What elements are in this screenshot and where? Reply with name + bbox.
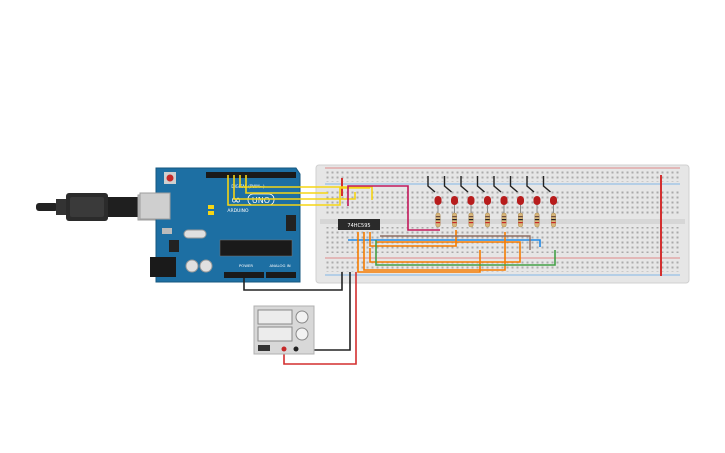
resistor-band [435,216,441,218]
led-body [550,196,557,205]
digital-header [206,172,296,178]
resistor-band [534,219,540,221]
power-header [224,272,264,278]
gray-wire [380,235,531,250]
arduino-logo: ∞ [231,193,242,208]
arduino-name: ARDUINO [227,208,249,214]
led-body [451,196,458,205]
led-5[interactable] [493,176,508,228]
resistor-band [551,219,556,221]
led-2[interactable] [443,176,459,228]
shift-register-ic: 74HC595 [338,219,380,230]
magenta-wire [347,185,440,231]
green-wire [375,240,556,266]
led-4[interactable] [476,176,492,228]
blue-wire [348,239,541,247]
voltage-knob[interactable] [295,310,309,324]
resistor-band [452,222,457,224]
yellow-wires [227,175,373,206]
arduino-uno-board: ∞ UNO ARDUINO DIGITAL (PWM~) POWER ANALO… [139,167,301,283]
resistor-band [501,216,507,218]
resistor-band [452,216,457,218]
led-ground-lead [493,176,502,193]
led-body [434,196,442,205]
resistor-band [518,222,523,224]
chip-label: 74HC595 [347,223,370,229]
resistor-band [501,222,507,224]
led-body [484,196,491,205]
uno-label: UNO [252,196,270,205]
led-ground-lead [427,176,436,193]
resistor-band [518,219,523,221]
current-knob[interactable] [295,327,309,341]
resistor-band [468,222,474,224]
led-bank [427,176,558,228]
resistor-band [518,216,523,218]
resistor-band [435,219,441,221]
led-1[interactable] [427,176,442,228]
analog-label: ANALOG IN [269,263,290,268]
led-body [533,196,541,205]
led-body [467,196,475,205]
resistor-band [468,216,474,218]
resistor-band [485,216,490,218]
resistor-band [485,219,490,221]
power-label: POWER [239,263,253,268]
led-ground-lead [509,176,518,193]
resistor-band [435,222,441,224]
analog-header [266,272,296,278]
led-ground-lead [476,176,485,193]
led-7[interactable] [526,176,541,228]
resistor-band [551,216,556,218]
atmega-chip [220,240,292,256]
led-6[interactable] [509,176,525,228]
current-display [257,326,293,342]
resistor-band [551,222,556,224]
led-ground-lead [460,176,469,193]
positive-terminal[interactable] [281,346,287,352]
led-ground-lead [542,176,551,193]
dc-power-supply [253,305,315,355]
reset-button[interactable] [166,174,174,182]
resistor-band [534,222,540,224]
resistor-band [501,219,507,221]
led-body [517,196,524,205]
led-ground-lead [526,176,535,193]
resistor-band [452,219,457,221]
resistor-band [485,222,490,224]
led-8[interactable] [542,176,558,228]
led-body [500,196,508,205]
negative-terminal[interactable] [293,346,299,352]
led-3[interactable] [460,176,475,228]
resistor-band [468,219,474,221]
led-ground-lead [443,176,452,193]
orange-wires [357,230,521,273]
resistor-band [534,216,540,218]
voltage-display [257,309,293,325]
